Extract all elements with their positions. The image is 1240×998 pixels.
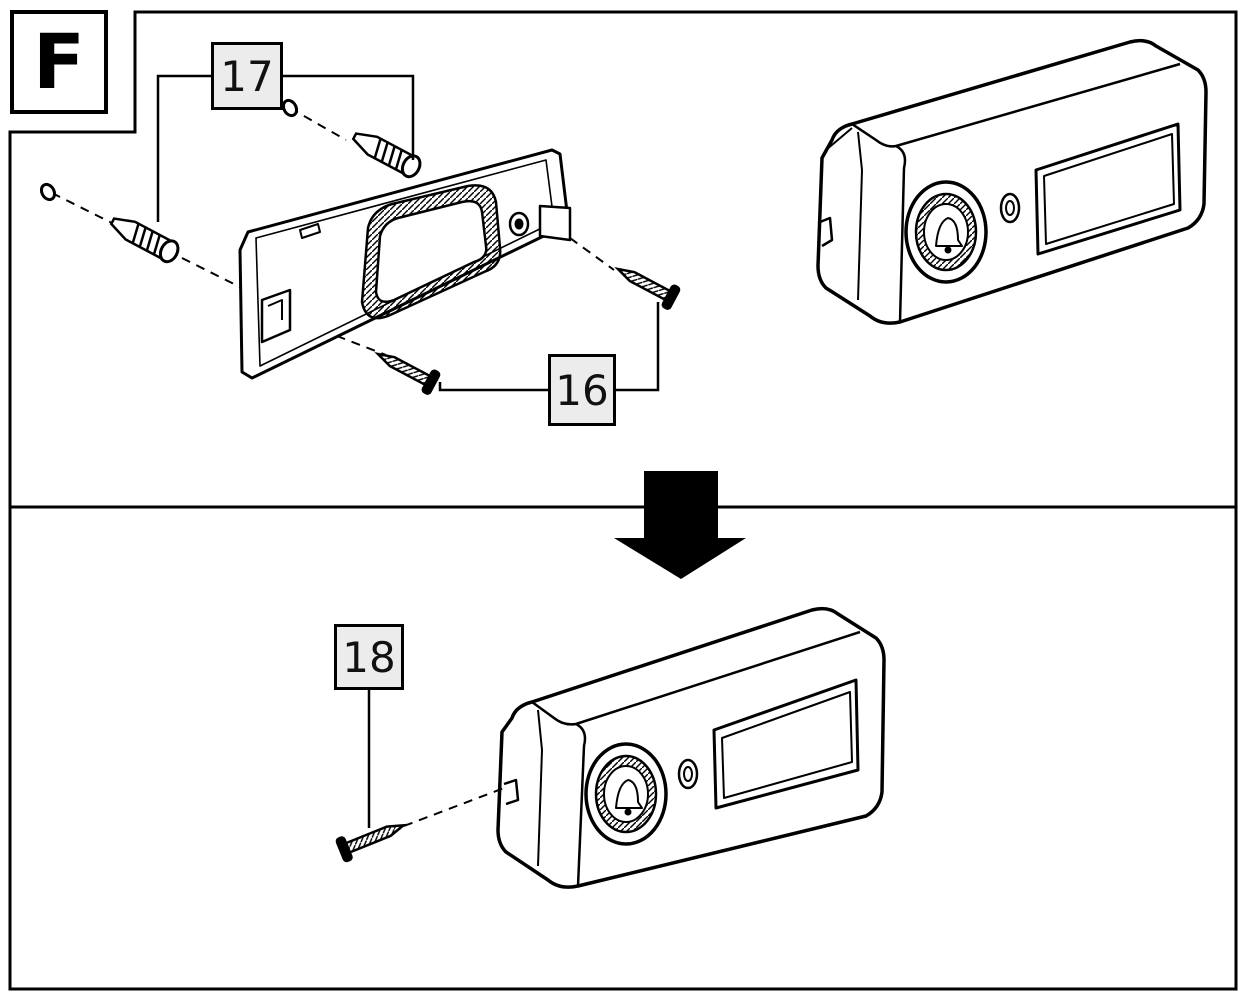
mounting-screw-right xyxy=(614,267,681,310)
fixing-screw xyxy=(335,823,408,863)
doorbell-unit-top xyxy=(816,38,1208,325)
insertion-line-bottom xyxy=(403,787,505,827)
washer-left xyxy=(39,182,57,202)
leader-lines-top xyxy=(156,74,660,392)
doorbell-unit-bottom xyxy=(496,606,886,889)
panel-frame xyxy=(8,10,1238,991)
mounting-screw-left xyxy=(374,352,441,395)
callout-wall-anchors: 17 xyxy=(211,42,283,110)
washer-top xyxy=(281,98,299,118)
callout-mounting-screws: 16 xyxy=(548,354,616,426)
callout-fixing-screw: 18 xyxy=(334,624,404,690)
arrow-down-icon xyxy=(614,471,746,579)
mounting-plate xyxy=(238,148,572,380)
step-label: F xyxy=(10,10,108,114)
bell-icon-bottom xyxy=(584,742,668,846)
wall-anchor-left xyxy=(109,217,180,264)
wall-anchor-top xyxy=(351,132,422,179)
bell-icon xyxy=(904,180,988,284)
